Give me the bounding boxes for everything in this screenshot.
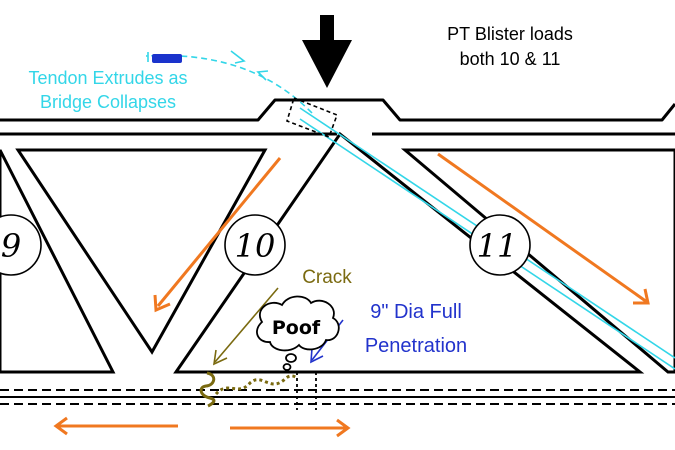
arrowhead-member-10 bbox=[153, 294, 171, 313]
compression-arrow-member-10 bbox=[156, 157, 282, 307]
panel-opening-right bbox=[400, 148, 675, 374]
member-circle-10 bbox=[224, 214, 286, 276]
down-arrow-icon bbox=[302, 15, 352, 88]
crack bbox=[199, 287, 298, 408]
top-chord bbox=[0, 98, 675, 136]
panel-opening-left bbox=[0, 149, 116, 374]
force-arrows bbox=[53, 152, 650, 438]
poof-cloud bbox=[256, 295, 340, 352]
member-label-9: 9 bbox=[0, 214, 42, 276]
panel-opening-2 bbox=[15, 148, 268, 355]
tendon-motion-arrow-upper bbox=[230, 50, 246, 64]
poof-bubble-large bbox=[285, 353, 297, 363]
pt-blister-label-line1: PT Blister loads bbox=[447, 24, 573, 44]
member-number-11: 11 bbox=[477, 227, 518, 265]
bottom-chord bbox=[0, 389, 675, 405]
arrowhead-chord-right bbox=[336, 418, 351, 438]
member-label-11: 11 bbox=[469, 214, 531, 276]
tendon-label-line2: Bridge Collapses bbox=[40, 92, 176, 112]
arrowhead-chord-left bbox=[53, 416, 68, 436]
poof-label: Poof bbox=[272, 317, 321, 339]
member-number-10: 10 bbox=[235, 227, 276, 265]
member-number-9: 9 bbox=[1, 227, 21, 265]
hole-leader-arrowhead bbox=[310, 347, 324, 364]
penetration-hole bbox=[296, 372, 317, 410]
panel-openings bbox=[0, 131, 675, 374]
member-circle-11 bbox=[469, 214, 531, 276]
hole-label-line2: Penetration bbox=[365, 335, 467, 357]
member-circle-9 bbox=[0, 214, 42, 276]
hole-label-line1: 9" Dia Full bbox=[370, 301, 462, 323]
crack-solid-line bbox=[199, 371, 216, 408]
blister-anchorage-box bbox=[286, 96, 339, 139]
tendon-label-line1: Tendon Extrudes as bbox=[28, 68, 187, 88]
crack-leader-arrowhead bbox=[213, 349, 228, 366]
pt-blister-label-line2: both 10 & 11 bbox=[460, 49, 561, 69]
crack-dotted-line bbox=[214, 374, 298, 396]
arrowhead-member-11 bbox=[633, 288, 650, 305]
poof-bubble-small bbox=[282, 363, 292, 371]
tendon-anchor-icon bbox=[152, 54, 182, 63]
tension-arrow-member-11 bbox=[437, 152, 648, 304]
top-chord-upper-edge bbox=[0, 98, 675, 122]
thought-bubble-icon bbox=[256, 295, 340, 371]
tendon-motion-arrow-lower bbox=[256, 70, 269, 81]
crack-label: Crack bbox=[302, 267, 352, 288]
crack-leader-arrow bbox=[214, 287, 279, 363]
member-label-10: 10 bbox=[224, 214, 286, 276]
